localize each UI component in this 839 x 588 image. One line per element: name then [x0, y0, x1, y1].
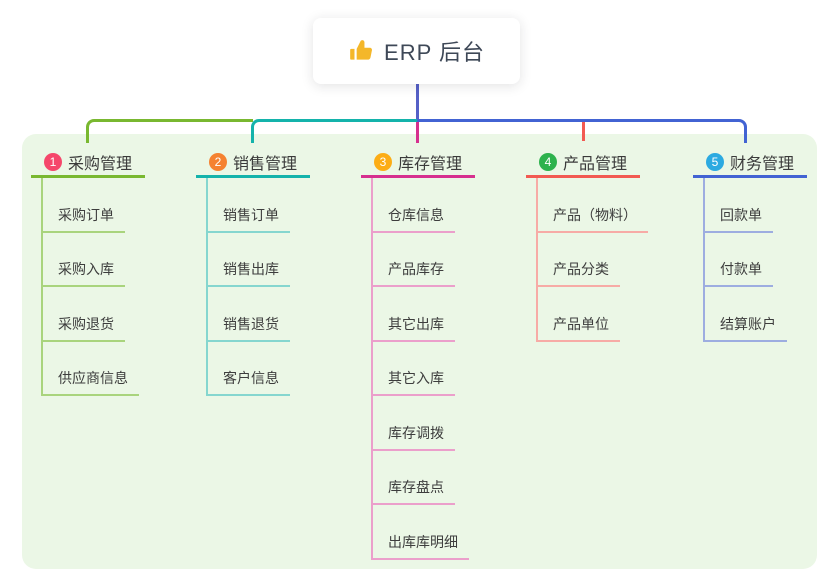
connector-line	[86, 119, 253, 143]
child-node[interactable]: 库存调拨	[373, 396, 475, 451]
child-node[interactable]: 产品分类	[538, 233, 648, 287]
branch-children: 仓库信息产品库存其它出库其它入库库存调拨库存盘点出库库明细	[371, 178, 475, 560]
branch-2: 2 销售管理销售订单销售出库销售退货客户信息	[196, 148, 310, 396]
branch-5: 5 财务管理回款单付款单结算账户	[693, 148, 807, 342]
branch-title-label: 库存管理	[398, 155, 463, 173]
branch-number-badge: 2	[209, 152, 227, 171]
root-node[interactable]: ERP 后台	[313, 18, 520, 84]
branch-title-label: 销售管理	[233, 155, 298, 173]
branch-number-badge: 4	[539, 152, 557, 171]
child-node-label: 产品库存	[373, 259, 455, 287]
child-node[interactable]: 产品（物料）	[538, 178, 648, 233]
branch-title-label: 产品管理	[563, 155, 628, 173]
connector-line	[251, 119, 417, 143]
branches-panel	[22, 134, 817, 569]
branch-3-title[interactable]: 3 库存管理	[361, 148, 475, 178]
child-node-label: 客户信息	[208, 368, 290, 396]
thumbs-up-icon	[348, 38, 374, 64]
child-node[interactable]: 采购退货	[43, 287, 145, 342]
child-node-label: 采购订单	[43, 205, 125, 233]
child-node-label: 销售出库	[208, 259, 290, 287]
branch-3: 3 库存管理仓库信息产品库存其它出库其它入库库存调拨库存盘点出库库明细	[361, 148, 475, 560]
child-node[interactable]: 其它出库	[373, 287, 475, 342]
child-node-label: 供应商信息	[43, 368, 139, 396]
branch-4: 4 产品管理产品（物料） 产品分类产品单位	[526, 148, 648, 342]
child-node-label: 产品分类	[538, 259, 620, 287]
connector-drop-line	[582, 121, 585, 141]
child-node[interactable]: 客户信息	[208, 342, 310, 396]
child-node[interactable]: 供应商信息	[43, 342, 145, 396]
child-node-label: 采购退货	[43, 314, 125, 342]
branch-5-title[interactable]: 5 财务管理	[693, 148, 807, 178]
child-node[interactable]: 产品库存	[373, 233, 475, 287]
child-node[interactable]: 销售订单	[208, 178, 310, 233]
child-node[interactable]: 仓库信息	[373, 178, 475, 233]
child-node-label: 采购入库	[43, 259, 125, 287]
branch-4-title[interactable]: 4 产品管理	[526, 148, 640, 178]
child-node-label: 回款单	[705, 205, 773, 233]
child-node-label: 仓库信息	[373, 205, 455, 233]
child-node[interactable]: 销售出库	[208, 233, 310, 287]
branch-title-label: 财务管理	[730, 155, 795, 173]
child-node[interactable]: 销售退货	[208, 287, 310, 342]
child-node[interactable]: 采购入库	[43, 233, 145, 287]
root-node-label: ERP 后台	[384, 40, 485, 65]
child-node-label: 产品单位	[538, 314, 620, 342]
child-node[interactable]: 结算账户	[705, 287, 807, 342]
child-node-label: 其它入库	[373, 368, 455, 396]
branch-children: 回款单付款单结算账户	[703, 178, 807, 342]
branch-2-title[interactable]: 2 销售管理	[196, 148, 310, 178]
branch-1: 1 采购管理采购订单采购入库采购退货供应商信息	[31, 148, 145, 396]
connector-line	[417, 119, 747, 143]
branch-number-badge: 3	[374, 152, 392, 171]
child-node[interactable]: 付款单	[705, 233, 807, 287]
child-node-label: 销售退货	[208, 314, 290, 342]
branch-title-label: 采购管理	[68, 155, 133, 173]
branch-number-badge: 1	[44, 152, 62, 171]
branch-1-title[interactable]: 1 采购管理	[31, 148, 145, 178]
child-node-label: 库存调拨	[373, 423, 455, 451]
child-node-label: 其它出库	[373, 314, 455, 342]
child-node[interactable]: 其它入库	[373, 342, 475, 396]
child-node-label: 销售订单	[208, 205, 290, 233]
branch-children: 采购订单采购入库采购退货供应商信息	[41, 178, 145, 396]
connector-drop-line	[416, 121, 419, 143]
child-node[interactable]: 回款单	[705, 178, 807, 233]
child-node-label: 结算账户	[705, 314, 787, 342]
branch-children: 产品（物料） 产品分类产品单位	[536, 178, 648, 342]
child-node-label: 库存盘点	[373, 477, 455, 505]
root-connector-line	[416, 82, 419, 120]
child-node-label: 付款单	[705, 259, 773, 287]
child-node-label: 产品（物料）	[538, 205, 648, 233]
child-node[interactable]: 采购订单	[43, 178, 145, 233]
child-node[interactable]: 产品单位	[538, 287, 648, 342]
branch-number-badge: 5	[706, 152, 724, 171]
branch-children: 销售订单销售出库销售退货客户信息	[206, 178, 310, 396]
child-node[interactable]: 出库库明细	[373, 505, 475, 560]
child-node[interactable]: 库存盘点	[373, 451, 475, 505]
child-node-label: 出库库明细	[373, 532, 469, 560]
